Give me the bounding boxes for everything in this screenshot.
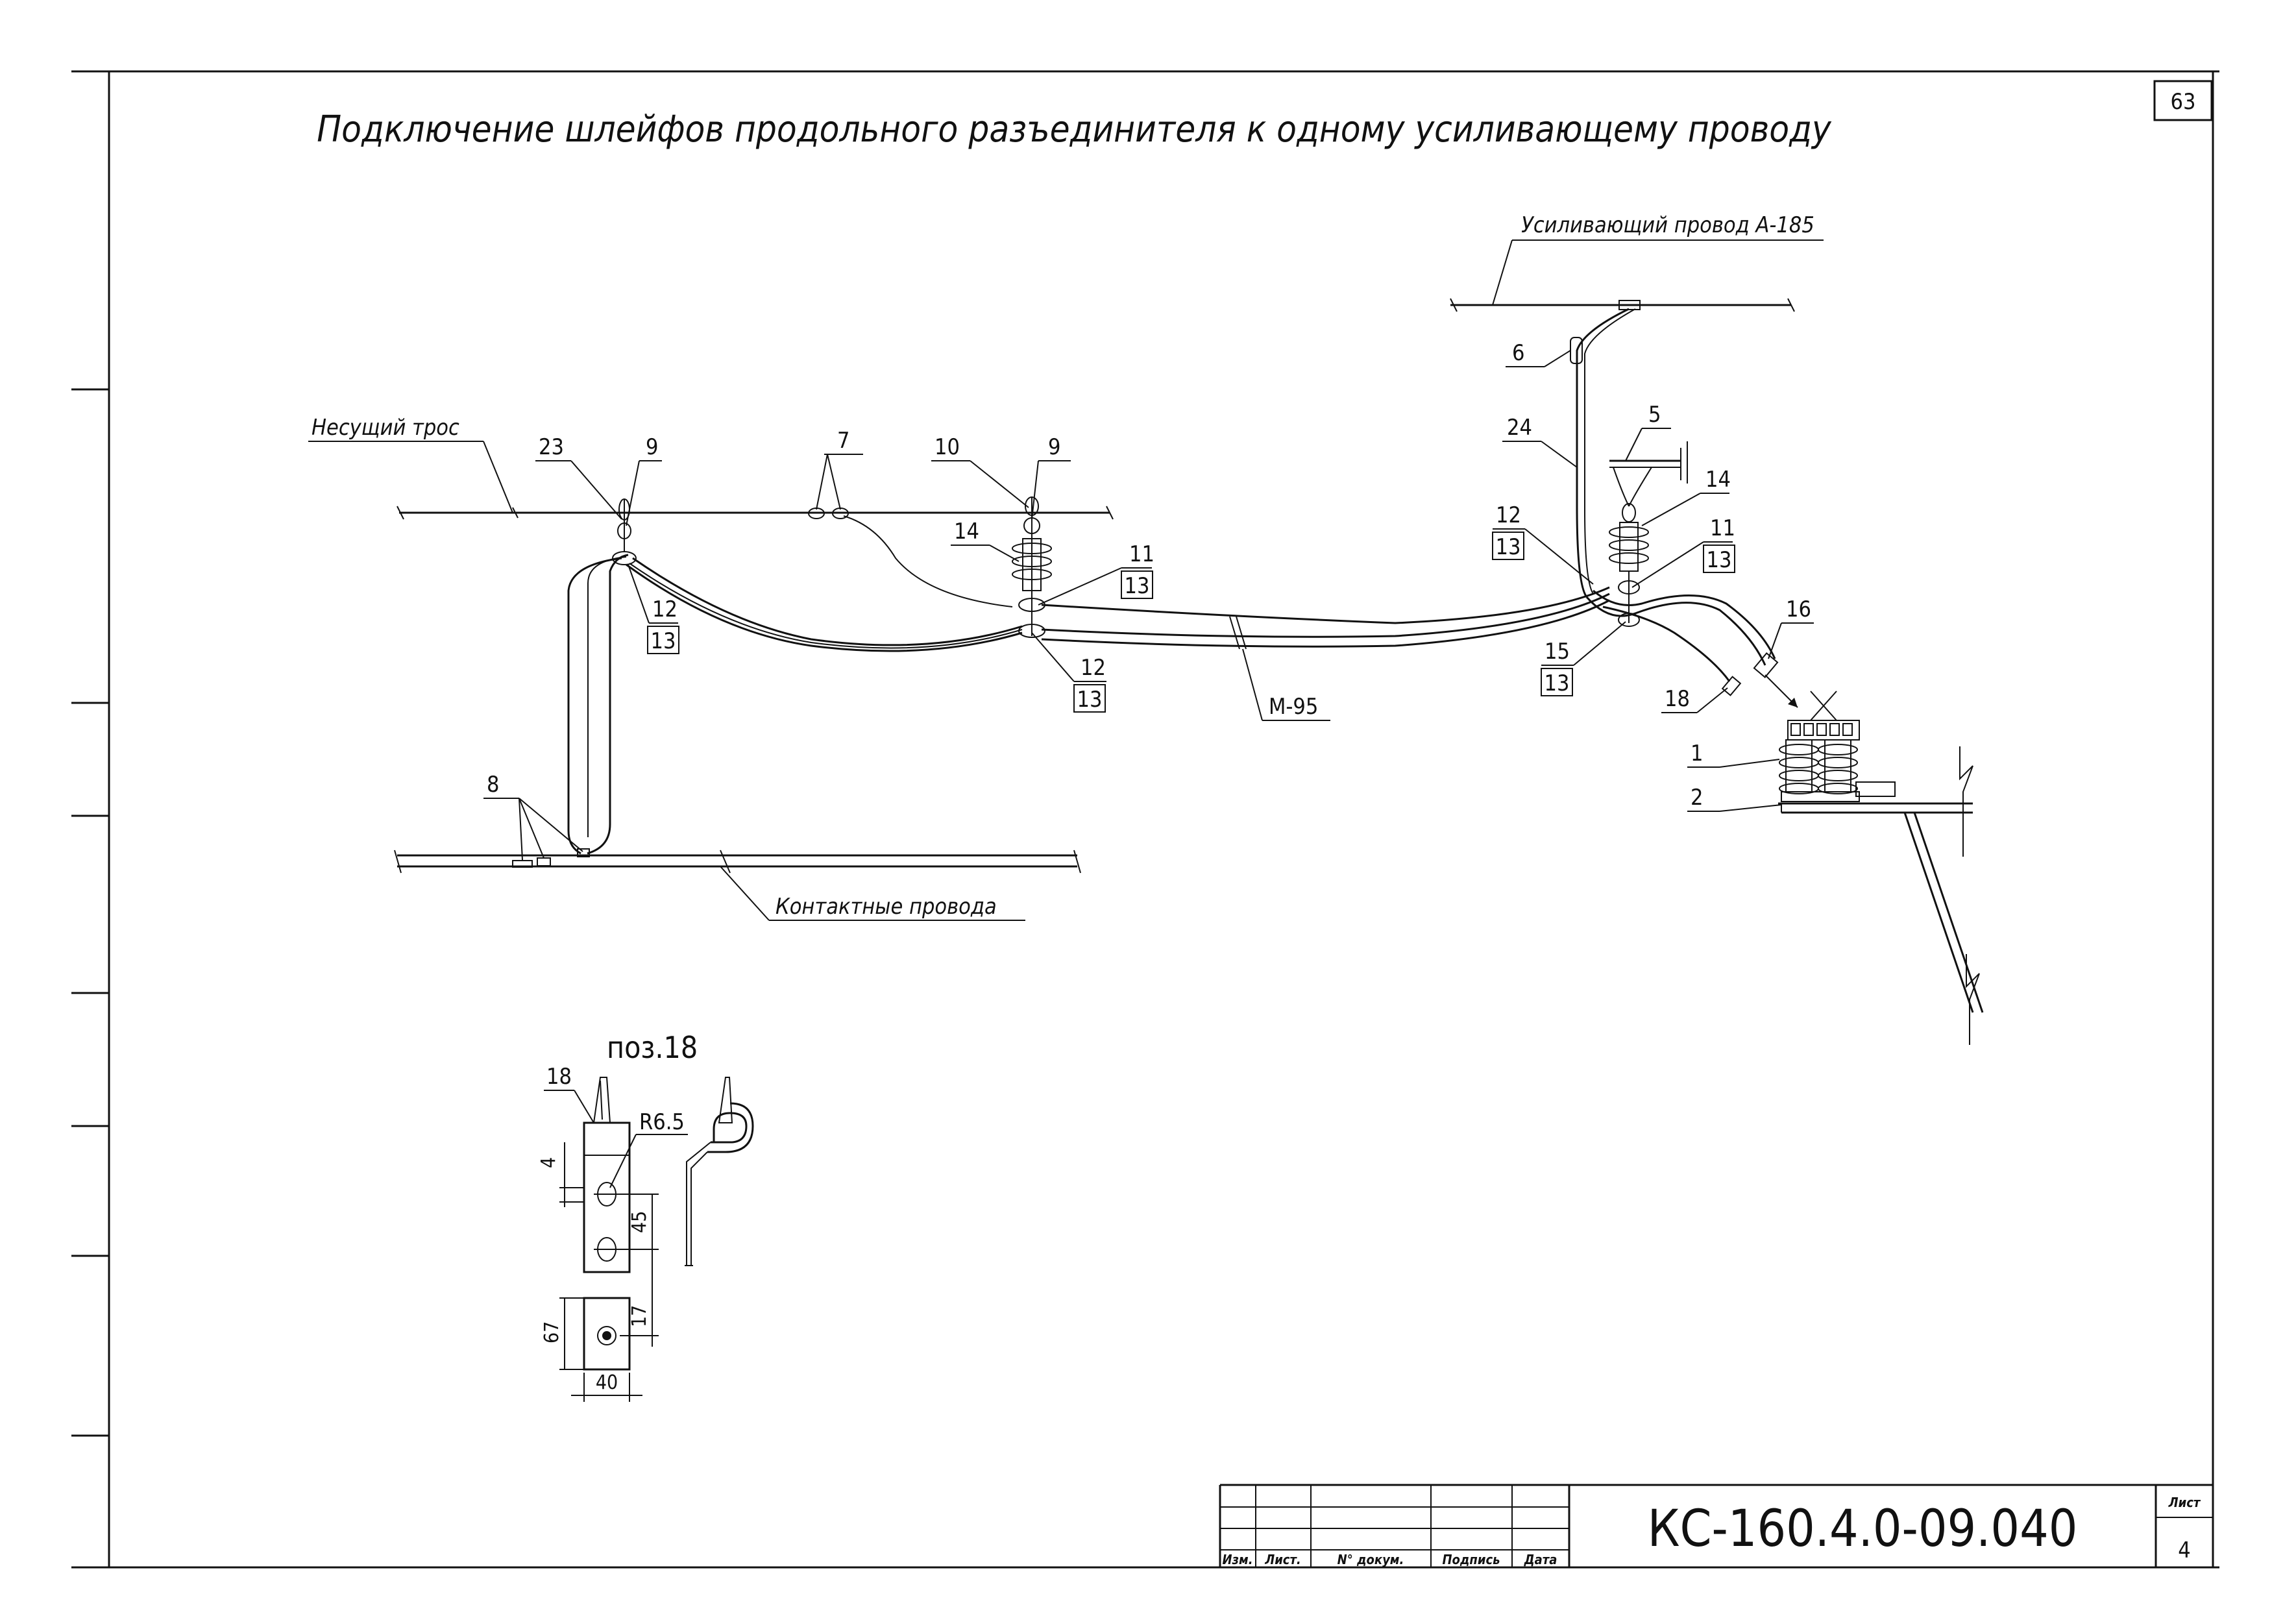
contact-wires-leader: Контактные провода [720,866,1025,921]
callout-13-right-box: 13 [1707,547,1732,573]
tb-col-date: Дата [1524,1552,1557,1567]
tb-sheet-label: Лист [2168,1495,2201,1510]
callout-11-right: 11 [1710,515,1735,541]
detail-pos18: поз.18 18 R6.5 4 45 67 [537,1030,754,1402]
insulator-14-right [1609,441,1688,627]
callouts: 23 9 7 10 9 14 11 13 12 13 [483,340,1814,861]
tb-col-signature: Подпись [1442,1552,1500,1567]
clamp-16 [1753,652,1779,678]
detail-radius: R6.5 [639,1109,685,1135]
callout-12-right: 12 [1496,502,1521,528]
callout-5: 5 [1648,402,1661,428]
callout-1: 1 [1691,741,1703,766]
clamp-9a [617,522,631,539]
callout-9-left: 9 [646,434,658,460]
callout-13-left: 13 [651,628,676,654]
insulator-14-middle [1012,496,1052,638]
contact-wires [394,848,1081,874]
clamp-8a [512,860,533,868]
callout-13-right-upper: 13 [1496,534,1521,560]
title-block: Изм. Лист. N° докум. Подпись Дата КС-160… [1219,1484,2213,1567]
callout-6: 6 [1512,340,1524,366]
callout-12-left: 12 [652,596,678,622]
detail-dim-45: 45 [628,1211,651,1233]
callout-14-right: 14 [1705,467,1731,493]
callout-2: 2 [1691,785,1703,811]
callout-24: 24 [1507,415,1532,441]
detail-title: поз.18 [607,1030,698,1065]
disconnector-loops [1585,589,1798,708]
contact-wires-label: Контактные провода [776,894,997,920]
drawing-frame [71,70,2219,1569]
drawing-title: Подключение шлейфов продольного разъедин… [317,108,1832,151]
sheet-number-box: 63 [2153,80,2213,121]
callout-15: 15 [1545,639,1570,665]
callout-13-right-lower: 13 [1545,670,1570,696]
callout-18: 18 [1665,686,1690,712]
carrier-cable-label: Несущий трос [311,415,459,441]
callout-16: 16 [1786,596,1811,622]
clamp-18 [1721,676,1742,696]
tb-col-change: Изм. [1222,1552,1252,1567]
clamp-8b [537,857,551,866]
callout-13-middle-bottom: 13 [1077,687,1103,713]
tb-sheet-value: 4 [2178,1538,2190,1563]
disconnector [1778,691,1984,1045]
tb-col-docnum: N° докум. [1337,1552,1404,1567]
detail-dim-17: 17 [628,1305,651,1327]
detail-dim-4: 4 [537,1157,560,1168]
callout-8: 8 [487,772,499,798]
sheet-number: 63 [2171,89,2196,115]
callout-11-middle: 11 [1129,541,1154,567]
conductor-m95-label: М-95 [1269,694,1318,720]
detail-dim-67: 67 [541,1321,563,1343]
reinforcing-wire-leader: Усиливающий провод А-185 [1492,212,1824,306]
main-span-cables [626,515,1610,652]
callout-9-middle: 9 [1048,434,1060,460]
reinforcing-wire-label: Усиливающий провод А-185 [1521,212,1814,238]
callout-7: 7 [837,428,849,454]
callout-10: 10 [934,434,960,460]
detail-dim-40: 40 [596,1371,618,1394]
callout-13-middle-top: 13 [1125,573,1150,599]
left-connector-loop [567,498,637,855]
detail-item-label: 18 [546,1064,572,1090]
document-code: КС-160.4.0-09.040 [1648,1500,2078,1558]
callout-23: 23 [539,434,564,460]
carrier-cable [397,506,1114,520]
tb-col-sheet: Лист. [1264,1552,1301,1567]
callout-14-middle: 14 [954,519,979,545]
reinforcing-wire [1450,298,1795,598]
callout-12-middle: 12 [1081,655,1106,681]
carrier-cable-leader: Несущий трос [308,415,513,513]
